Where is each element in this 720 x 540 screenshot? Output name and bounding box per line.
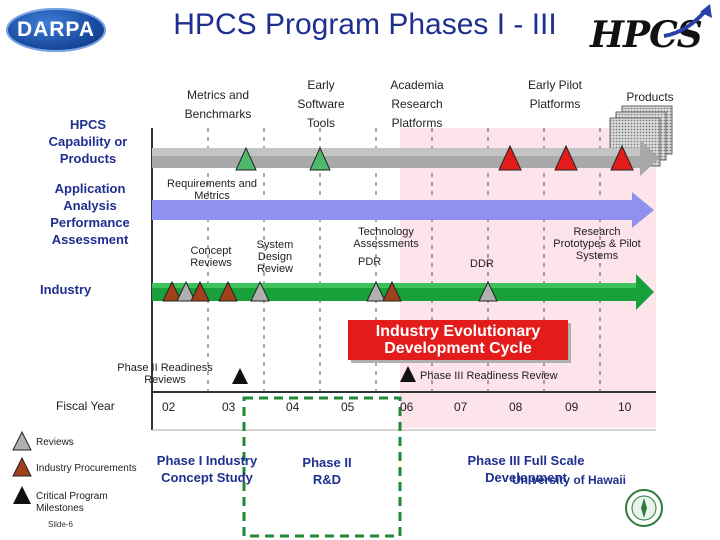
annotation-phase3-readiness: Phase III Readiness Review xyxy=(420,370,558,382)
marker-red-2 xyxy=(554,144,578,171)
year-08: 08 xyxy=(509,400,523,414)
annotation-tech: Technology Assessments xyxy=(353,226,419,250)
phase2-dashed-box xyxy=(242,396,402,538)
legend-procurements-label: Industry Procurements xyxy=(36,463,137,474)
marker-green-1 xyxy=(235,146,257,171)
marker-gray-2 xyxy=(250,280,270,302)
legend-milestones-label: Critical Program Milestones xyxy=(36,491,108,514)
row-label-industry: Industry xyxy=(40,282,92,297)
milestone-phase3 xyxy=(400,366,416,382)
marker-brown-3 xyxy=(218,280,238,302)
milestone-phase2 xyxy=(232,368,248,384)
marker-brown-4 xyxy=(382,280,402,302)
annotation-pdr: PDR xyxy=(358,256,382,268)
year-05: 05 xyxy=(341,400,355,414)
logo-arrow-icon xyxy=(663,4,712,38)
annotation-requirements: Requirements and Metrics xyxy=(167,178,257,202)
year-07: 07 xyxy=(454,400,468,414)
year-10: 10 xyxy=(618,400,632,414)
row-label-application: Application Analysis Performance Assessm… xyxy=(50,181,130,247)
marker-red-1 xyxy=(498,144,522,171)
marker-gray-4 xyxy=(478,280,498,302)
legend-procurement-icon xyxy=(12,456,32,477)
header-products: Products xyxy=(626,90,674,104)
application-arrow xyxy=(152,192,654,228)
year-03: 03 xyxy=(222,400,236,414)
legend-review-icon xyxy=(12,430,32,451)
page-title: HPCS Program Phases I - III xyxy=(173,8,557,41)
header-software: Early Software Tools xyxy=(297,78,345,130)
industry-cycle-box: Industry Evolutionary Development Cycle xyxy=(348,320,568,360)
hpcs-logo: HPCS xyxy=(590,14,703,56)
header-pilot: Early Pilot Platforms xyxy=(527,78,583,111)
header-metrics: Metrics and Benchmarks xyxy=(184,88,252,121)
marker-red-3 xyxy=(610,144,634,171)
row-label-capability: HPCS Capability or Products xyxy=(48,117,128,166)
year-09: 09 xyxy=(565,400,579,414)
annotation-design: System Design Review xyxy=(256,239,294,275)
annotation-ddr: DDR xyxy=(470,258,494,270)
annotation-research: Research Prototypes & Pilot Systems xyxy=(553,226,641,262)
legend-milestone-icon xyxy=(13,486,31,504)
year-02: 02 xyxy=(162,400,176,414)
slide-number: Slide-6 xyxy=(48,520,73,529)
year-04: 04 xyxy=(286,400,300,414)
phase2-label: Phase II R&D xyxy=(302,455,352,487)
footer-university: University of Hawaii xyxy=(511,473,627,487)
marker-green-2 xyxy=(309,146,331,171)
header-academia: Academia Research Platforms xyxy=(390,78,444,130)
fiscal-year-label: Fiscal Year xyxy=(56,399,115,413)
marker-gray-1 xyxy=(176,280,196,302)
marker-brown-1 xyxy=(162,280,182,302)
phase3-background xyxy=(400,128,656,428)
marker-brown-2 xyxy=(190,280,210,302)
darpa-logo: DARPA xyxy=(6,8,106,52)
capability-arrow xyxy=(152,140,660,176)
phase3-label: Phase III Full Scale Development xyxy=(467,453,585,485)
year-06: 06 xyxy=(400,400,414,414)
annotation-concept: Concept Reviews xyxy=(190,245,232,269)
legend-reviews-label: Reviews xyxy=(36,437,74,448)
university-seal-icon xyxy=(625,489,663,527)
annotation-phase2-readiness: Phase II Readiness Reviews xyxy=(117,362,213,386)
marker-gray-3 xyxy=(366,280,386,302)
phase1-label: Phase I Industry Concept Study xyxy=(156,453,258,485)
